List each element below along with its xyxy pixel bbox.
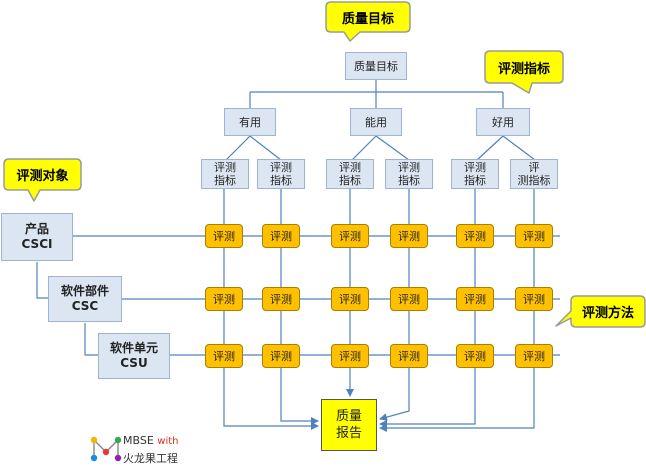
eval-cell: 评测 [390,287,428,311]
callout-objects-text: 评测对象 [16,169,69,184]
object-csci: 产品 CSCI [1,213,73,261]
callout-quality-goal [325,1,411,42]
quality-report: 质量 报告 [321,399,377,451]
eval-cell: 评测 [515,344,553,368]
eval-cell: 评测 [262,287,300,311]
eval-cell: 评测 [456,224,494,248]
goal-good: 好用 [476,108,530,136]
eval-cell: 评测 [515,287,553,311]
metric-box: 评测 指标 [385,159,433,189]
callout-methods-text: 评测方法 [581,306,634,321]
eval-cell: 评测 [456,287,494,311]
eval-cell: 评测 [390,224,428,248]
metric-box: 评测 指标 [201,159,249,189]
callout-objects [3,158,82,202]
metric-box: 评测 指标 [257,159,305,189]
eval-cell: 评测 [331,287,369,311]
eval-cell: 评测 [331,344,369,368]
metric-box-alt: 评 测指标 [510,159,558,189]
object-csc: 软件部件 CSC [48,276,122,322]
eval-cell: 评测 [390,344,428,368]
eval-cell: 评测 [515,224,553,248]
callout-metrics [484,50,564,94]
eval-cell: 评测 [205,224,243,248]
callout-quality-goal-text: 质量目标 [341,11,394,27]
eval-cell: 评测 [262,224,300,248]
callout-metrics-text: 评测指标 [497,61,550,77]
eval-cell: 评测 [262,344,300,368]
brand-company: 火龙果工程 [123,452,178,465]
eval-cell: 评测 [205,287,243,311]
object-csu: 软件单元 CSU [98,333,170,379]
eval-cell: 评测 [331,224,369,248]
metric-box: 评测 指标 [451,159,499,189]
goal-useful: 有用 [224,108,276,136]
brand-with: with [157,436,179,447]
callout-methods [555,295,646,328]
eval-cell: 评测 [205,344,243,368]
mbse-logo-icon [90,436,122,462]
eval-cell: 评测 [456,344,494,368]
brand-line: MBSE with [123,434,179,447]
root-quality-goal: 质量目标 [345,52,407,80]
metric-box: 评测 指标 [326,159,374,189]
brand-name: MBSE [123,434,154,447]
goal-usable: 能用 [350,108,402,136]
